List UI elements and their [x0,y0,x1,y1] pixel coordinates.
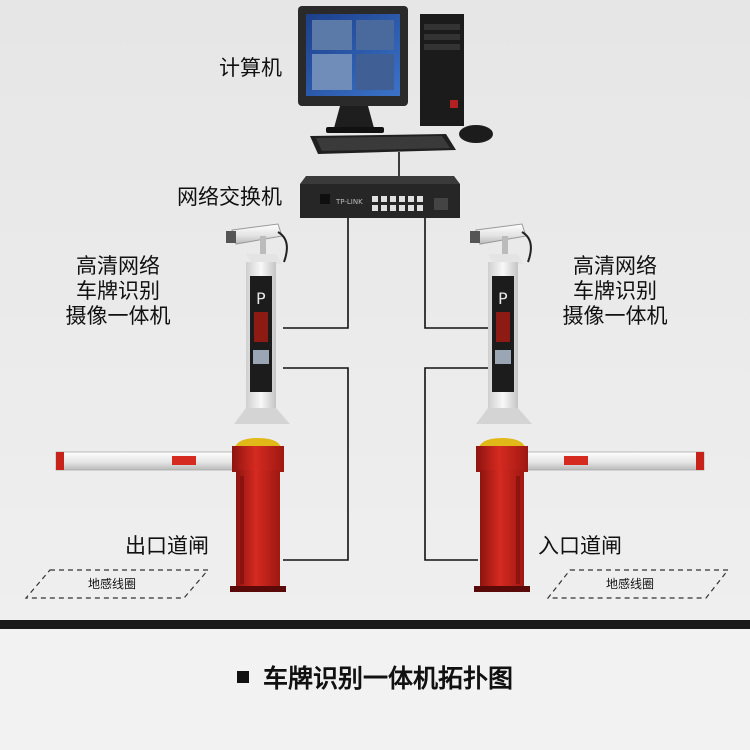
left-camera-label-line-3: 摄像一体机 [65,304,171,328]
entry-barrier-gate [474,438,705,592]
bullet-square-icon [236,671,249,683]
kiosk-right-letter: P [498,289,508,308]
right-camera-label-line-1: 高清网络 [573,254,657,278]
computer-tower [420,14,464,126]
mouse [459,125,493,143]
kiosk-left-letter: P [256,289,266,308]
network-wires [283,152,488,561]
left-camera-label-line-1: 高清网络 [76,254,160,278]
wire-switch-right-camera [424,218,488,329]
network-switch: TP-LINK [300,176,460,218]
section-divider [0,620,750,629]
keyboard [310,134,456,154]
switch-brand-text: TP-LINK [335,198,363,206]
right-ground-loop [546,569,730,599]
switch-label: 网络交换机 [177,185,282,209]
computer-label: 计算机 [219,56,282,80]
wire-left-gate [283,367,349,561]
exit-gate-label: 出口道闸 [125,534,209,558]
diagram-canvas: TP-LINK P P [24,6,730,599]
right-camera-label: 高清网络 车牌识别 摄像一体机 [553,254,677,329]
wire-right-gate [424,367,488,561]
wire-switch-left-camera [283,218,349,329]
caption-text: 车牌识别一体机拓扑图 [262,664,513,693]
computer-monitor [298,6,408,133]
left-loop-label: 地感线圈 [88,577,137,591]
left-camera-label: 高清网络 车牌识别 摄像一体机 [56,254,180,329]
caption-area [0,629,750,750]
topology-diagram: TP-LINK P P [0,0,750,620]
left-camera-kiosk: P [226,223,290,424]
right-camera-label-line-3: 摄像一体机 [562,304,668,328]
diagram-caption: 车牌识别一体机拓扑图 [0,663,750,695]
right-camera-label-line-2: 车牌识别 [573,279,657,303]
left-camera-label-line-2: 车牌识别 [76,279,160,303]
entry-gate-label: 入口道闸 [538,534,622,558]
right-camera-kiosk: P [470,223,532,424]
exit-barrier-gate [55,438,286,592]
right-loop-label: 地感线圈 [606,577,655,591]
